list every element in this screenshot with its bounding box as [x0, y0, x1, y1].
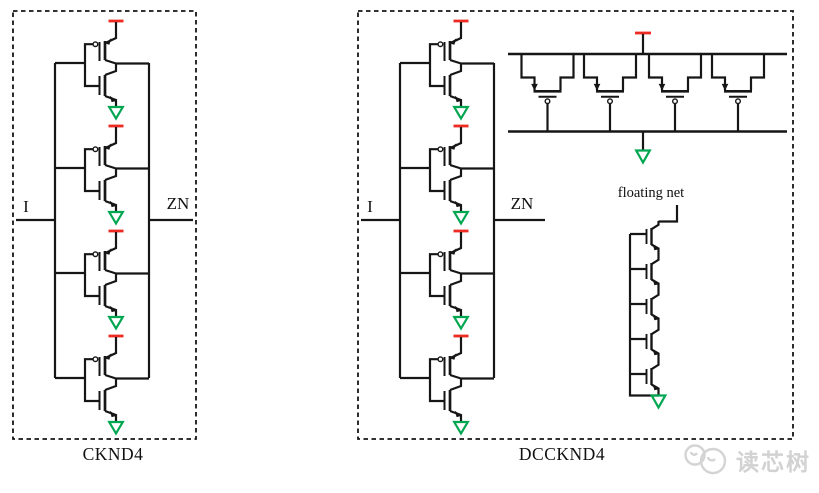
ground-symbol-icon: [634, 149, 652, 165]
stack-transistor-2: [628, 254, 661, 293]
inverter-cell-4: [398, 334, 496, 435]
stack-transistor-3: [628, 289, 661, 328]
floating-net-label: floating net: [617, 185, 685, 201]
watermark-logo-icon: [684, 444, 727, 475]
dcckand4-inverter-chain: [361, 19, 545, 435]
floating-net-stack: [628, 205, 679, 410]
ground-symbol-icon: [649, 394, 668, 410]
ckand4-inverter-chain: [16, 19, 193, 435]
ckand4-input-label: I: [23, 197, 29, 216]
inverter-cell-3: [398, 229, 496, 330]
decap-transistor-4: [710, 52, 766, 133]
watermark: 读芯树: [682, 441, 811, 479]
inverter-cell-1: [53, 19, 151, 120]
inverter-cell-2: [398, 124, 496, 225]
dcckand4-cell-border: [357, 10, 794, 440]
stack-transistor-4: [628, 324, 661, 363]
stack-transistor-1: [628, 219, 661, 258]
ckand4-cell-name: CKND4: [82, 444, 144, 464]
decap-transistor-2: [582, 52, 638, 133]
decap-row: [508, 31, 787, 165]
decap-transistor-1: [520, 52, 575, 133]
ckand4-output-label: ZN: [166, 194, 190, 213]
inverter-cell-1: [398, 19, 496, 120]
gate-tie-rail: [628, 234, 659, 397]
floating-net-wire: [658, 205, 679, 223]
stack-transistor-5: [628, 359, 661, 398]
watermark-text: 读芯树: [736, 450, 811, 476]
inverter-cell-3: [53, 229, 151, 330]
dcckand4-cell-name: DCCKND4: [518, 444, 606, 464]
inverter-cell-4: [53, 334, 151, 435]
inverter-cell-2: [53, 124, 151, 225]
dcckand4-output-label: ZN: [510, 194, 534, 213]
ckand4-cell-border: [12, 10, 197, 440]
decap-transistor-3: [647, 52, 703, 133]
dcckand4-input-label: I: [367, 197, 373, 216]
